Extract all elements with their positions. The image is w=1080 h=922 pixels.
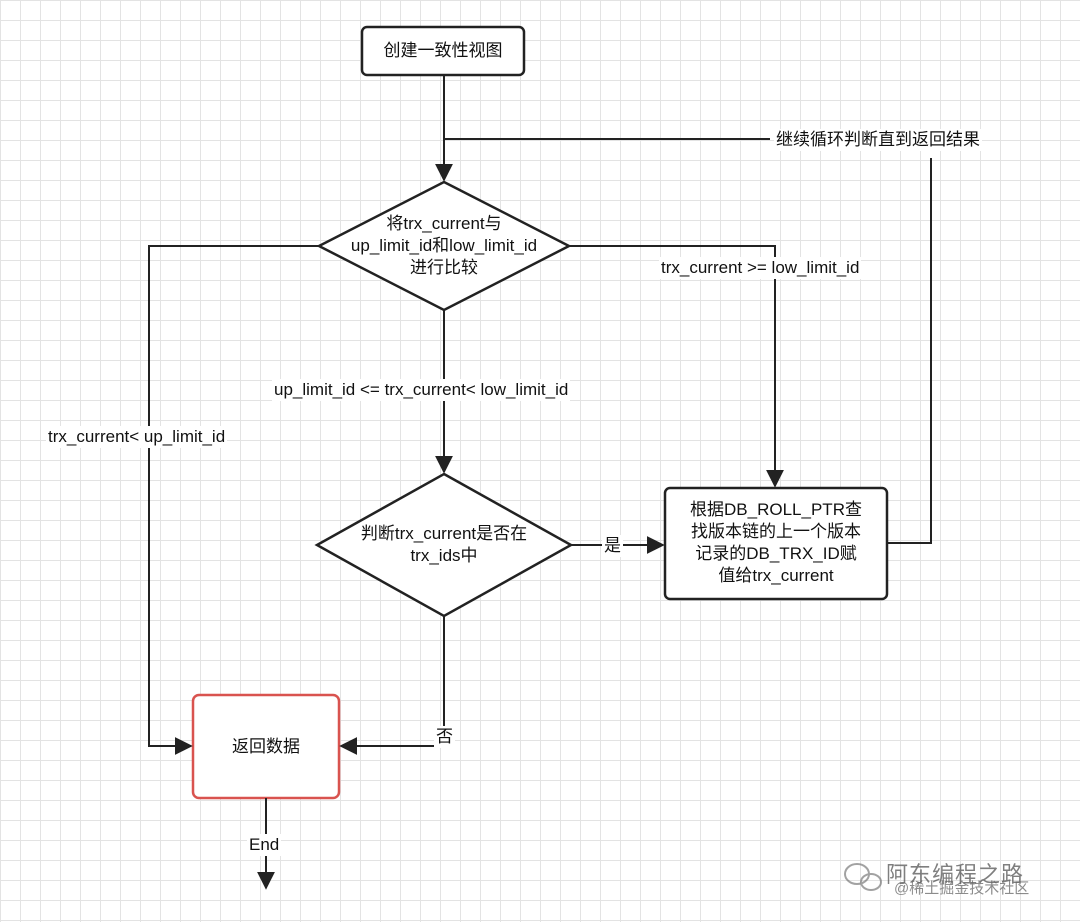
- compare-label-line1: 将trx_current与: [386, 214, 502, 233]
- in-trx-ids-label: 判断trx_current是否在 trx_ids中: [317, 523, 571, 567]
- in-trx-ids-label-line1: 判断trx_current是否在: [360, 524, 528, 543]
- find-prev-label: 根据DB_ROLL_PTR查 找版本链的上一个版本 记录的DB_TRX_ID赋 …: [665, 499, 887, 587]
- edge-no: [339, 616, 445, 755]
- create-view-label: 创建一致性视图: [383, 41, 503, 60]
- watermark-title: 阿东编程之路: [886, 862, 1025, 887]
- watermark-subtitle: @稀土掘金技术社区: [894, 880, 1030, 897]
- wechat-icon: [844, 863, 882, 891]
- edge-compare-left: [148, 245, 319, 755]
- compare-label: 将trx_current与 up_limit_id和low_limit_id 进…: [319, 213, 569, 279]
- find-prev-label-line2: 找版本链的上一个版本: [691, 522, 861, 541]
- edge-loop-back: [887, 158, 932, 544]
- compare-label-line2: up_limit_id和low_limit_id: [350, 236, 538, 255]
- end-label: End: [247, 834, 282, 856]
- ge-low-edge-label: trx_current >= low_limit_id: [659, 257, 862, 279]
- edge-compare-right: [569, 245, 784, 488]
- return-data-label: 返回数据: [232, 737, 300, 756]
- find-prev-label-line1: 根据DB_ROLL_PTR查: [690, 500, 862, 519]
- compare-label-line3: 进行比较: [410, 258, 478, 277]
- lt-up-edge-label: trx_current< up_limit_id: [46, 426, 228, 448]
- no-edge-label: 否: [434, 726, 455, 748]
- find-prev-label-line4: 值给trx_current: [718, 566, 834, 585]
- find-prev-label-line3: 记录的DB_TRX_ID赋: [695, 544, 857, 563]
- between-edge-label: up_limit_id <= trx_current< low_limit_id: [272, 379, 571, 401]
- loop-edge-label: 继续循环判断直到返回结果: [774, 129, 982, 151]
- in-trx-ids-label-line2: trx_ids中: [410, 546, 478, 565]
- yes-edge-label: 是: [602, 535, 623, 557]
